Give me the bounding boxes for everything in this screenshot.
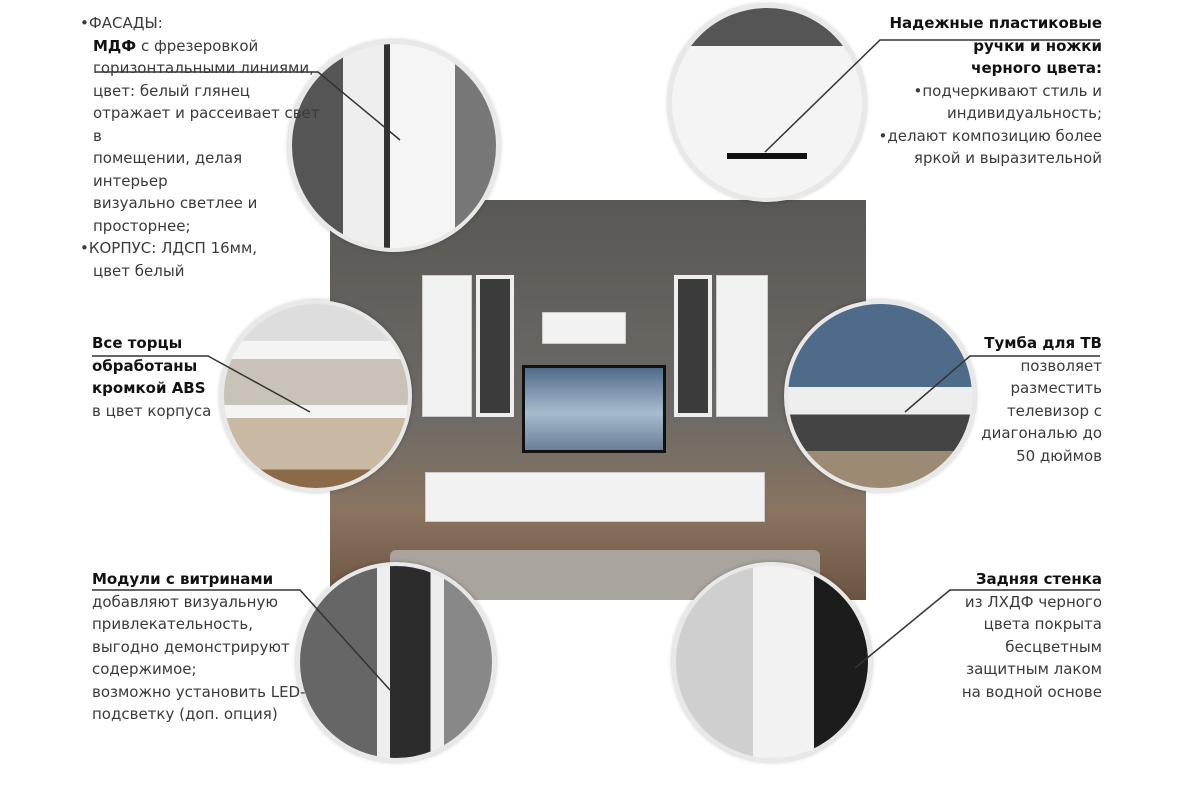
text-line: визуально светлее и [93, 194, 258, 212]
text-line: помещении, делая интерьер [93, 149, 243, 190]
text-line: позволяет [1020, 356, 1102, 375]
handles-title: черного цвета: [971, 59, 1102, 77]
handles-text: Надежные пластиковые ручки и ножки черно… [842, 12, 1102, 170]
text-line: из ЛХДФ черного [964, 592, 1102, 611]
text-line: телевизор с [1006, 401, 1102, 420]
text-line: •подчеркивают стиль и [913, 81, 1102, 100]
detail-back-panel-circle [672, 562, 872, 762]
text-line: выгодно демонстрируют [92, 637, 290, 656]
detail-edges-circle [220, 300, 412, 492]
text-line: 50 дюймов [1016, 446, 1102, 465]
detail-handle-circle [668, 4, 866, 202]
text-line: на водной основе [961, 682, 1102, 701]
showcase-cabinet [674, 275, 712, 417]
wall-cabinet [716, 275, 768, 417]
text-line: диагональю до [981, 424, 1102, 442]
tv-stand-title: Тумба для ТВ [984, 334, 1102, 352]
text-line: •КОРПУС: ЛДСП 16мм, [80, 239, 258, 257]
handle [727, 153, 807, 159]
handles-title: Надежные пластиковые [889, 14, 1103, 32]
tv-stand-text: Тумба для ТВ позволяет разместить телеви… [962, 332, 1102, 467]
room-photo [330, 200, 866, 600]
tv [522, 365, 666, 453]
text-line: разместить [1010, 379, 1102, 397]
text-line: цвет белый [93, 261, 185, 280]
wall-shelf [542, 312, 626, 344]
mdf-label: МДФ [93, 36, 137, 55]
detail-tv-stand-circle [784, 300, 976, 492]
facades-text: •ФАСАДЫ: МДФ с фрезеровкой горизонтальны… [80, 12, 320, 282]
showcase-text: Модули с витринами добавляют визуальную … [92, 568, 312, 726]
text-line: содержимое; [92, 660, 197, 678]
showcase-title: Модули с витринами [92, 570, 274, 588]
edges-title: кромкой ABS [92, 379, 206, 397]
back-panel-text: Задняя стенка из ЛХДФ черного цвета покр… [922, 568, 1102, 703]
text-line: в цвет корпуса [92, 401, 212, 420]
detail-showcase-circle [296, 562, 496, 762]
text-line: подсветку (доп. опция) [92, 705, 278, 723]
text-line: цвет: белый глянец [93, 81, 251, 100]
text-line: защитным лаком [966, 660, 1102, 678]
detail-facade-circle [288, 40, 500, 252]
tv-stand [425, 472, 765, 522]
text-line: бесцветным [1005, 637, 1102, 656]
text-line: цвета покрыта [983, 615, 1102, 633]
text-line: яркой и выразительной [913, 149, 1102, 167]
facades-title: •ФАСАДЫ: [80, 14, 163, 32]
edges-text: Все торцы обработаны кромкой ABS в цвет … [92, 332, 232, 422]
text-line: с фрезеровкой [136, 36, 259, 55]
back-panel-title: Задняя стенка [975, 570, 1102, 588]
text-line: горизонтальными линиями, [93, 59, 314, 77]
handles-title: ручки и ножки [973, 36, 1102, 55]
text-line: •делают композицию более [878, 126, 1102, 145]
text-line: добавляют визуальную [92, 592, 278, 611]
wall-cabinet [422, 275, 472, 417]
showcase-cabinet [476, 275, 514, 417]
edges-title: Все торцы [92, 334, 183, 352]
text-line: возможно установить LED- [92, 682, 306, 701]
text-line: привлекательность, [92, 615, 253, 633]
text-line: индивидуальность; [947, 104, 1102, 122]
text-line: отражает и рассеивает свет в [93, 104, 320, 145]
text-line: просторнее; [93, 216, 191, 235]
edges-title: обработаны [92, 356, 198, 375]
